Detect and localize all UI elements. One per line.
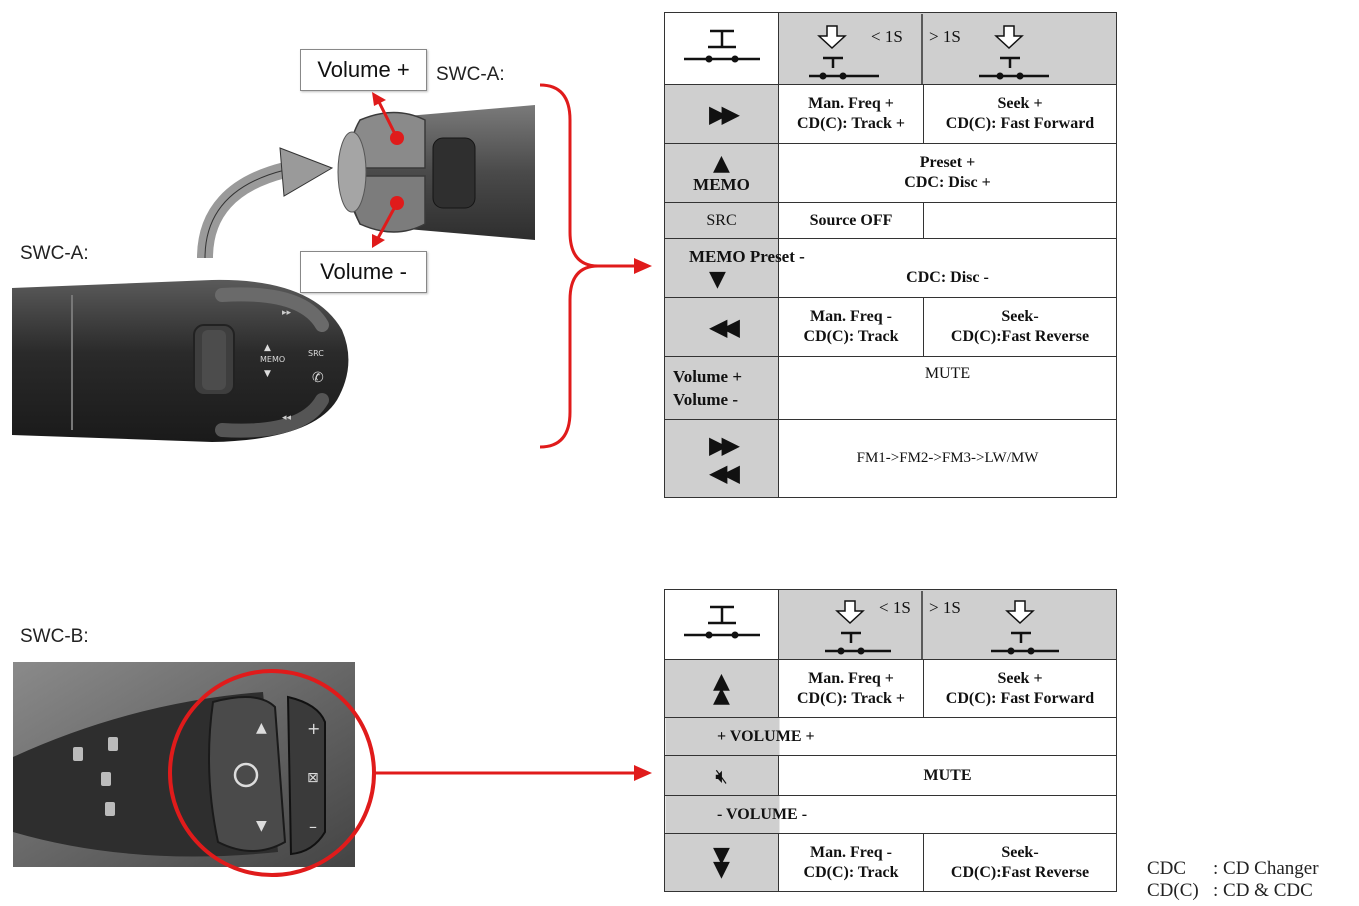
swc-a-zoom-photo xyxy=(337,105,535,240)
short-press-label: < 1S xyxy=(871,27,903,46)
memo-down-icon: ▼ xyxy=(709,267,726,292)
up-short-press-cell: Man. Freq +CD(C): Track + xyxy=(778,659,924,718)
down-long-press-cell: Seek-CD(C):Fast Reverse xyxy=(923,833,1117,892)
push-switch-icon xyxy=(683,29,760,63)
swc-a-label: SWC-A: xyxy=(20,243,89,264)
svg-text:◂◂: ◂◂ xyxy=(282,413,292,423)
memo-up-cell: Preset +CDC: Disc + xyxy=(778,143,1117,203)
svg-text:▲: ▲ xyxy=(264,343,271,353)
svg-text:⊠: ⊠ xyxy=(307,770,319,786)
swc-a-zoom-label: SWC-A: xyxy=(436,64,505,85)
function-table-swc-a: < 1S > 1S ▶▶ Man. Freq +CD(C): Track + S… xyxy=(664,12,1117,498)
function-table-swc-b: < 1S > 1S ▲▲ Man. Freq +CD(C): Track + S… xyxy=(664,589,1117,892)
fast-forward-icon: ▶▶ xyxy=(709,99,740,128)
ff-short-press-cell: Man. Freq +CD(C): Track + xyxy=(778,84,924,144)
down-arrows-icon: ▼▼ xyxy=(713,842,730,882)
mute-icon-cell: 🔇︎ xyxy=(664,755,779,796)
red-brace xyxy=(539,83,599,449)
rew-short-press-cell: Man. Freq -CD(C): Track xyxy=(778,297,924,357)
up-arrows-icon-cell: ▲▲ xyxy=(664,659,779,718)
legend-row-cdc-c: CD(C): CD & CDC xyxy=(1147,880,1313,901)
svg-text:▸▸: ▸▸ xyxy=(282,308,292,318)
volume-up-row: + VOLUME + xyxy=(664,717,1117,756)
switch-icon-cell-b xyxy=(664,589,779,660)
svg-text:+: + xyxy=(307,719,320,738)
gray-curved-arrow xyxy=(197,162,288,259)
svg-text:–: – xyxy=(309,817,317,836)
ff-rew-icon: ▶▶ xyxy=(709,430,740,459)
down-arrows-icon-cell: ▼▼ xyxy=(664,833,779,892)
volume-down-row: - VOLUME - xyxy=(664,795,1117,834)
stalk-src-text: SRC xyxy=(308,349,324,358)
fast-forward-icon-cell: ▶▶ xyxy=(664,84,779,144)
mute-icon: 🔇︎ xyxy=(715,763,728,788)
svg-text:▼: ▼ xyxy=(256,818,267,834)
src-short-press-cell: Source OFF xyxy=(778,202,924,239)
svg-text:▼: ▼ xyxy=(264,369,271,379)
press-duration-header: < 1S > 1S xyxy=(778,12,1117,85)
src-icon-cell: SRC xyxy=(664,202,779,239)
swc-b-stalk-photo: ▲ ▼ + ⊠ – xyxy=(13,662,355,867)
swc-a-stalk-photo: MEMO SRC ▲ ▼ ✆ ▸▸ ◂◂ xyxy=(12,279,349,442)
rewind-icon-cell: ◀◀ xyxy=(664,297,779,357)
push-switch-icon xyxy=(683,605,760,639)
press-arrow-short-icon xyxy=(817,24,847,49)
switch-icon-cell xyxy=(664,12,779,85)
memo-up-icon: ▲ xyxy=(713,151,730,176)
press-arrow-long-icon xyxy=(1005,599,1035,624)
mute-cell: MUTE xyxy=(778,356,1117,420)
gray-arrow-head xyxy=(279,147,334,197)
long-press-label: > 1S xyxy=(929,27,961,46)
volume-minus-label: Volume - xyxy=(300,251,427,293)
press-duration-header-b: < 1S > 1S xyxy=(778,589,1117,660)
memo-down-cell: CDC: Disc - xyxy=(778,238,1117,298)
stalk-memo-text: MEMO xyxy=(260,355,285,364)
press-arrow-short-icon xyxy=(835,599,865,624)
svg-text:✆: ✆ xyxy=(312,370,324,386)
volume-plus-label: Volume + xyxy=(300,49,427,91)
ff-rew-icon-cell: ▶▶ ◀◀ xyxy=(664,419,779,498)
up-long-press-cell: Seek +CD(C): Fast Forward xyxy=(923,659,1117,718)
memo-down-icon-cell: MEMO Preset - ▼ xyxy=(664,238,805,298)
mute-cell-b: MUTE xyxy=(778,755,1117,796)
up-arrows-icon: ▲▲ xyxy=(713,668,730,708)
long-press-label-b: > 1S xyxy=(929,598,961,617)
rewind-icon: ◀◀ xyxy=(709,312,740,341)
short-press-label-b: < 1S xyxy=(879,598,911,617)
memo-up-icon-cell: ▲ MEMO xyxy=(664,143,779,203)
volume-icon-cell: Volume +Volume - xyxy=(664,356,779,420)
abbreviation-legend: CDC: CD Changer CD(C): CD & CDC xyxy=(1147,858,1319,902)
svg-text:▲: ▲ xyxy=(256,720,267,736)
ff-long-press-cell: Seek +CD(C): Fast Forward xyxy=(923,84,1117,144)
down-short-press-cell: Man. Freq -CD(C): Track xyxy=(778,833,924,892)
press-arrow-long-icon xyxy=(994,24,1024,49)
swc-b-label: SWC-B: xyxy=(20,626,89,647)
legend-row-cdc: CDC: CD Changer xyxy=(1147,858,1319,879)
src-long-press-cell xyxy=(923,202,1117,239)
rew-long-press-cell: Seek-CD(C):Fast Reverse xyxy=(923,297,1117,357)
band-cycle-cell: FM1->FM2->FM3->LW/MW xyxy=(778,419,1117,498)
